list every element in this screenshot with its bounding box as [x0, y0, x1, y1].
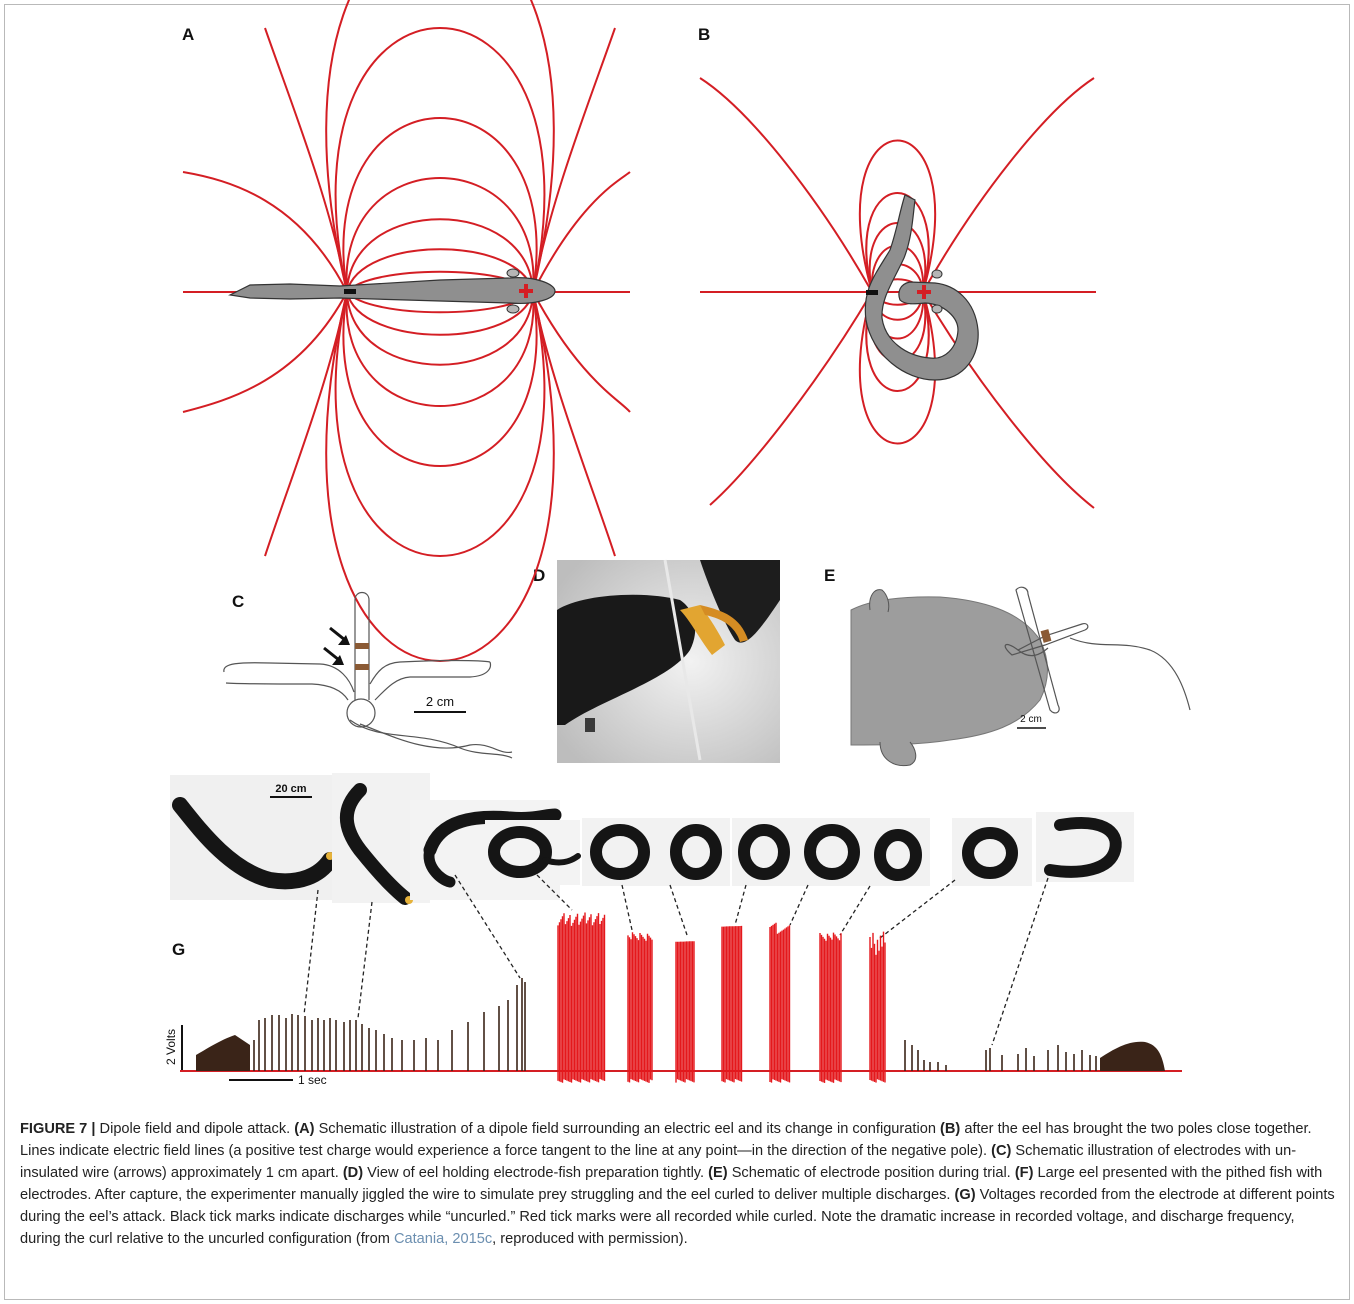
f-frame-8 — [798, 818, 868, 886]
f-frame-11 — [1036, 812, 1134, 882]
caption-ref-d: (D) — [342, 1165, 364, 1181]
caption-text-3: Schematic illustration of electrodes wit… — [20, 1143, 1297, 1181]
figure-caption: FIGURE 7 | Dipole field and dipole attac… — [20, 1118, 1338, 1250]
figure-frame — [4, 4, 1350, 1300]
caption-ref-e: (E) — [708, 1165, 728, 1181]
caption-ref-c: (C) — [991, 1143, 1012, 1159]
caption-ref-a: (A) — [294, 1121, 315, 1137]
panel-label-c: C — [232, 592, 245, 611]
g-trace-end-block — [1100, 1041, 1165, 1071]
g-volts-label: 2 Volts — [164, 1029, 178, 1065]
caption-text-5: Schematic of electrode position during t… — [731, 1165, 1011, 1181]
f-frame-5 — [582, 818, 664, 886]
panel-b-eel — [864, 194, 979, 381]
caption-separator: | — [91, 1121, 96, 1137]
caption-ref-g: (G) — [954, 1187, 976, 1203]
caption-text-4: View of eel holding electrode-fish prepa… — [367, 1165, 705, 1181]
f-frame-1 — [170, 775, 338, 900]
caption-text-8: , reproduced with permission). — [492, 1231, 688, 1247]
panel-label-a: A — [182, 25, 195, 44]
c-scale-label: 2 cm — [426, 694, 454, 709]
panel-a-eel — [228, 268, 556, 314]
caption-text-0: Dipole field and dipole attack. — [99, 1121, 291, 1137]
caption-text-2: after the eel has brought the two poles … — [20, 1121, 1312, 1159]
f-frame-9 — [868, 818, 930, 886]
caption-ref-f: (F) — [1014, 1165, 1034, 1181]
f-frame-10 — [952, 818, 1032, 886]
f-scale-label: 20 cm — [275, 783, 306, 795]
caption-text-6: Large eel presented with the pithed fish… — [20, 1165, 1323, 1203]
panel-label-b: B — [698, 25, 711, 44]
caption-text-1: Schematic illustration of a dipole field… — [318, 1121, 936, 1137]
f-frame-6 — [664, 818, 730, 886]
caption-figure-label: FIGURE 7 — [20, 1121, 88, 1137]
g-trace-start-block — [196, 1035, 250, 1071]
f-frame-4 — [485, 820, 581, 885]
caption-ref-b: (B) — [940, 1121, 961, 1137]
g-time-label: 1 sec — [298, 1073, 327, 1087]
caption-text-7: Voltages recorded from the electrode at … — [20, 1187, 1335, 1247]
e-scale-label: 2 cm — [1020, 714, 1042, 725]
f-frame-7 — [732, 818, 798, 886]
panel-label-e: E — [824, 566, 836, 585]
caption-citation-link[interactable]: Catania, 2015c — [393, 1231, 493, 1247]
panel-label-g: G — [172, 940, 186, 959]
